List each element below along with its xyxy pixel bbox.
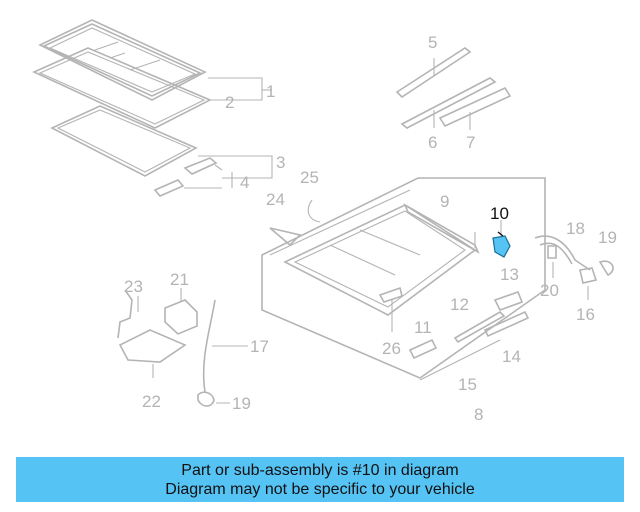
callout-4: 4 [240,173,249,192]
caption-line-1: Part or sub-assembly is #10 in diagram [181,461,459,479]
glass-brackets [153,157,218,197]
callout-10: 10 [490,204,509,223]
small-hardware [378,232,530,381]
callout-18: 18 [566,219,585,238]
callout-8: 8 [474,405,483,424]
drain-rails [395,47,512,130]
callout-14: 14 [502,347,521,366]
callout-12: 12 [450,295,469,314]
caption-line-2: Diagram may not be specific to your vehi… [165,480,475,498]
callout-15: 15 [458,375,477,394]
callout-21: 21 [170,270,189,289]
callout-16: 16 [576,305,595,324]
sunroof-housing [261,177,546,379]
callout-6: 6 [428,133,437,152]
callout-9: 9 [440,192,449,211]
callout-11: 11 [414,318,432,337]
callout-25: 25 [300,168,319,187]
caption-banner: Part or sub-assembly is #10 in diagram D… [16,457,624,502]
callout-13: 13 [500,265,519,284]
sunroof-glass-panel [38,19,207,101]
callout-23: 23 [124,277,143,296]
left-side-parts [117,199,393,407]
callout-19-right: 19 [598,228,617,247]
leaders-1-4 [184,77,273,189]
glass-frame [50,105,198,177]
callout-5: 5 [428,33,437,52]
parts-diagram: 1 2 3 4 5 6 7 8 9 10 11 12 13 14 15 16 1… [32,19,617,424]
callout-labels: 1 2 3 4 5 6 7 8 9 10 11 12 13 14 15 16 1… [124,33,617,424]
callout-19-left: 19 [232,394,251,413]
callout-24: 24 [266,190,285,209]
callout-7: 7 [466,133,475,152]
callout-26: 26 [382,339,401,358]
callout-20: 20 [540,281,559,300]
callout-17: 17 [250,337,269,356]
right-side-parts [534,235,614,300]
callout-3: 3 [276,153,285,172]
callout-2: 2 [225,93,234,112]
highlighted-part-10[interactable] [492,220,511,258]
callout-22: 22 [142,392,161,411]
callout-1: 1 [266,82,275,101]
